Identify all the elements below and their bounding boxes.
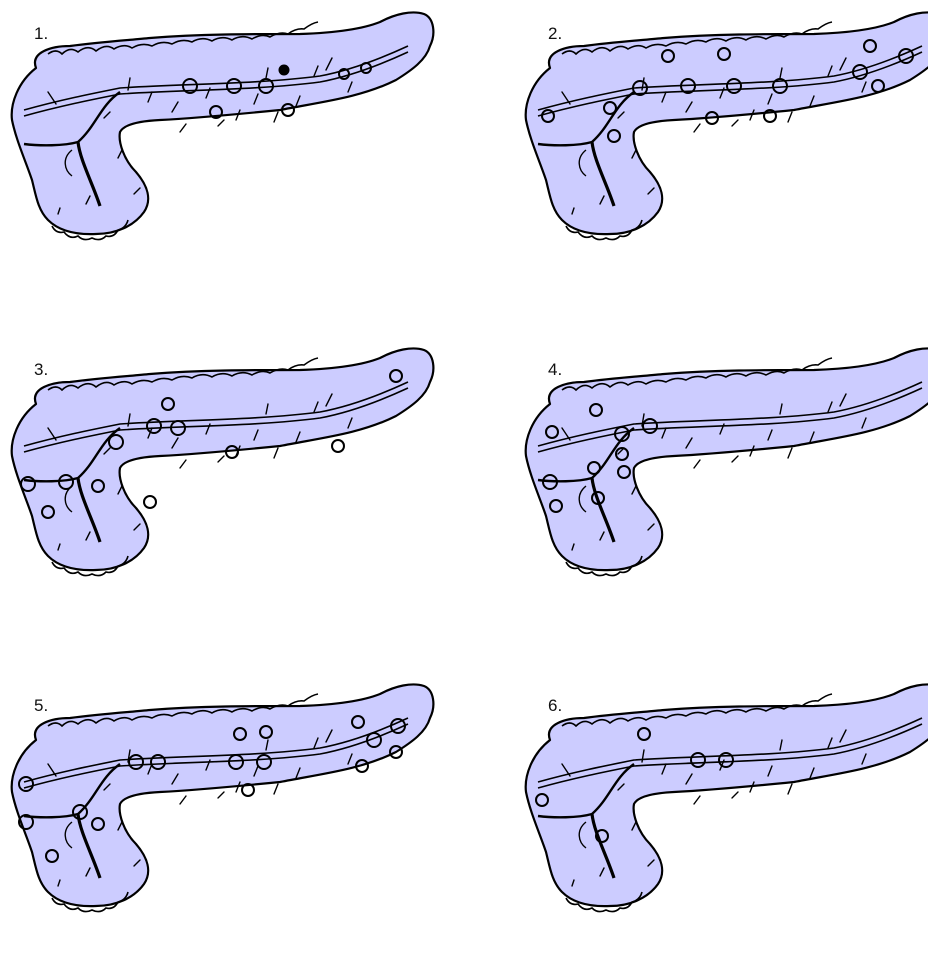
texture-stroke [788, 784, 792, 794]
pancreas-drawing [514, 0, 928, 304]
pancreas-panel-4: 4. [514, 336, 928, 640]
texture-stroke [694, 796, 700, 804]
texture-stroke [788, 112, 792, 122]
pancreas-outline [526, 348, 928, 570]
texture-stroke [694, 124, 700, 132]
texture-stroke [274, 112, 278, 122]
lesion-marker [332, 440, 344, 452]
pancreas-drawing [514, 336, 928, 640]
texture-stroke [732, 120, 738, 126]
pancreas-outline [12, 12, 434, 234]
texture-stroke [732, 456, 738, 462]
texture-stroke [218, 120, 224, 126]
pancreas-outline [12, 348, 434, 570]
pancreas-drawing [0, 0, 464, 304]
pancreas-panel-5: 5. [0, 672, 464, 976]
lesion-marker [144, 496, 156, 508]
pancreas-outline [526, 684, 928, 906]
texture-stroke [732, 792, 738, 798]
texture-stroke [788, 448, 792, 458]
pancreas-panel-6: 6. [514, 672, 928, 976]
pancreas-drawing [0, 672, 464, 976]
pancreas-panel-1: 1. [0, 0, 464, 304]
pancreas-outline [526, 12, 928, 234]
pancreas-panel-3: 3. [0, 336, 464, 640]
filled-lesion-marker [279, 65, 289, 75]
texture-stroke [274, 448, 278, 458]
pancreas-drawing [514, 672, 928, 976]
texture-stroke [218, 456, 224, 462]
texture-stroke [180, 124, 186, 132]
pancreas-panel-2: 2. [514, 0, 928, 304]
texture-stroke [180, 796, 186, 804]
texture-stroke [218, 792, 224, 798]
texture-stroke [180, 460, 186, 468]
texture-stroke [274, 784, 278, 794]
texture-stroke [694, 460, 700, 468]
pancreas-outline [12, 684, 434, 906]
pancreas-drawing [0, 336, 464, 640]
